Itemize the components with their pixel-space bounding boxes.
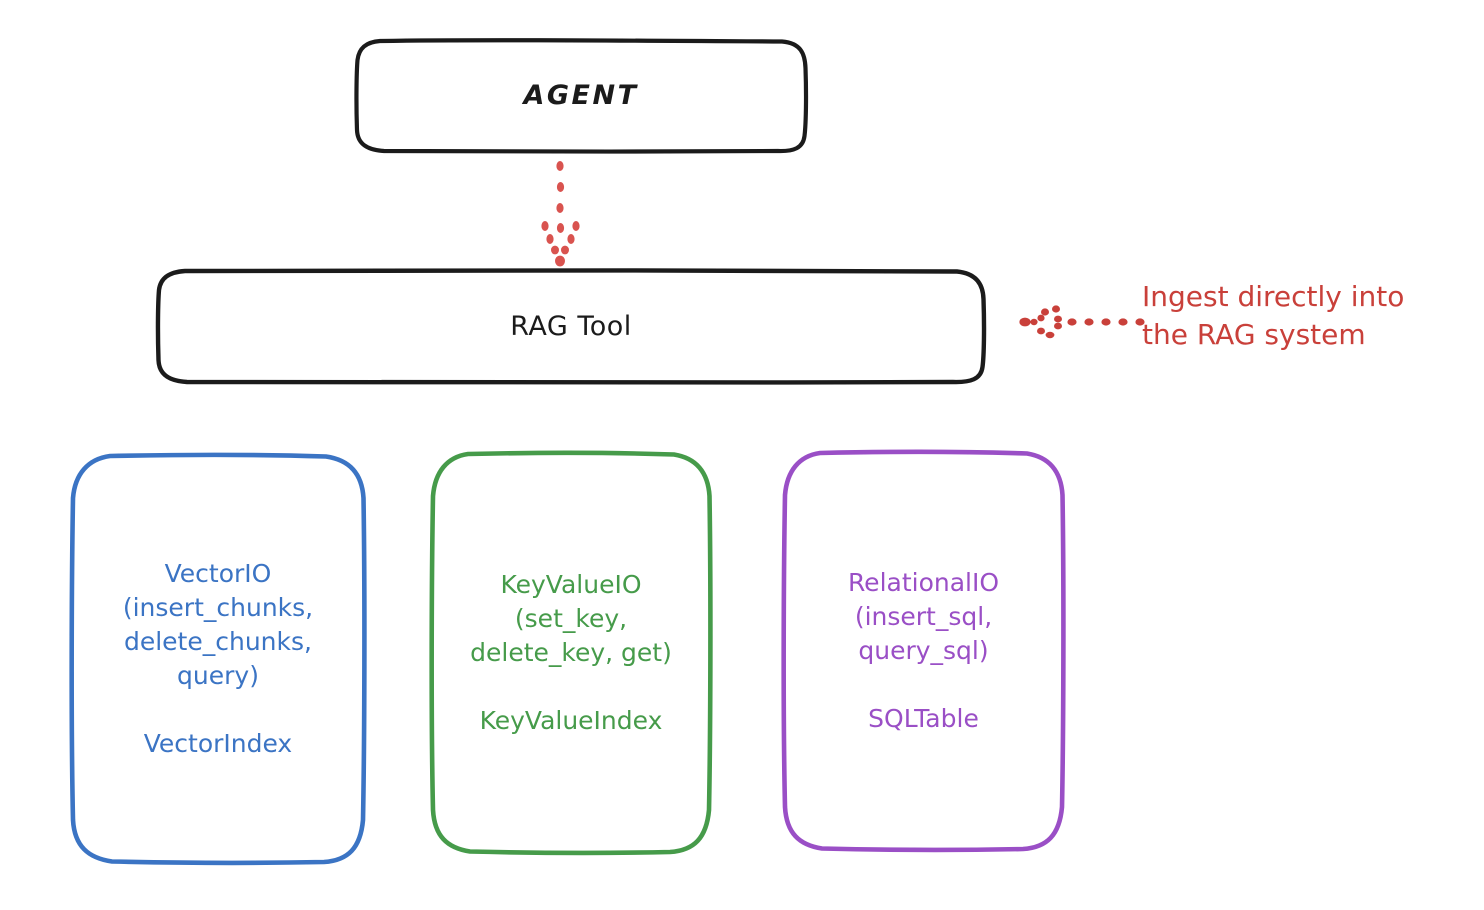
node-key-value-io[interactable]: KeyValueIO (set_key, delete_key, get) Ke… <box>428 450 714 856</box>
node-rag-tool[interactable]: RAG Tool <box>155 268 987 385</box>
node-agent[interactable]: AGENT <box>354 38 809 154</box>
key-value-io-label: KeyValueIO (set_key, delete_key, get) Ke… <box>470 570 672 735</box>
ingest-annotation-text: Ingest directly into the RAG system <box>1142 280 1405 352</box>
ingest-arrow-icon <box>1019 305 1145 339</box>
vector-io-label: VectorIO (insert_chunks, delete_chunks, … <box>122 559 314 758</box>
agent-to-rag-arrow-icon <box>541 161 580 267</box>
node-vector-io[interactable]: VectorIO (insert_chunks, delete_chunks, … <box>68 452 368 866</box>
node-relational-io[interactable]: RelationalIO (insert_sql, query_sql) SQL… <box>780 449 1067 853</box>
rag-tool-label: RAG Tool <box>510 310 632 342</box>
relational-io-label: RelationalIO (insert_sql, query_sql) SQL… <box>847 568 1000 733</box>
agent-label: AGENT <box>523 80 639 112</box>
